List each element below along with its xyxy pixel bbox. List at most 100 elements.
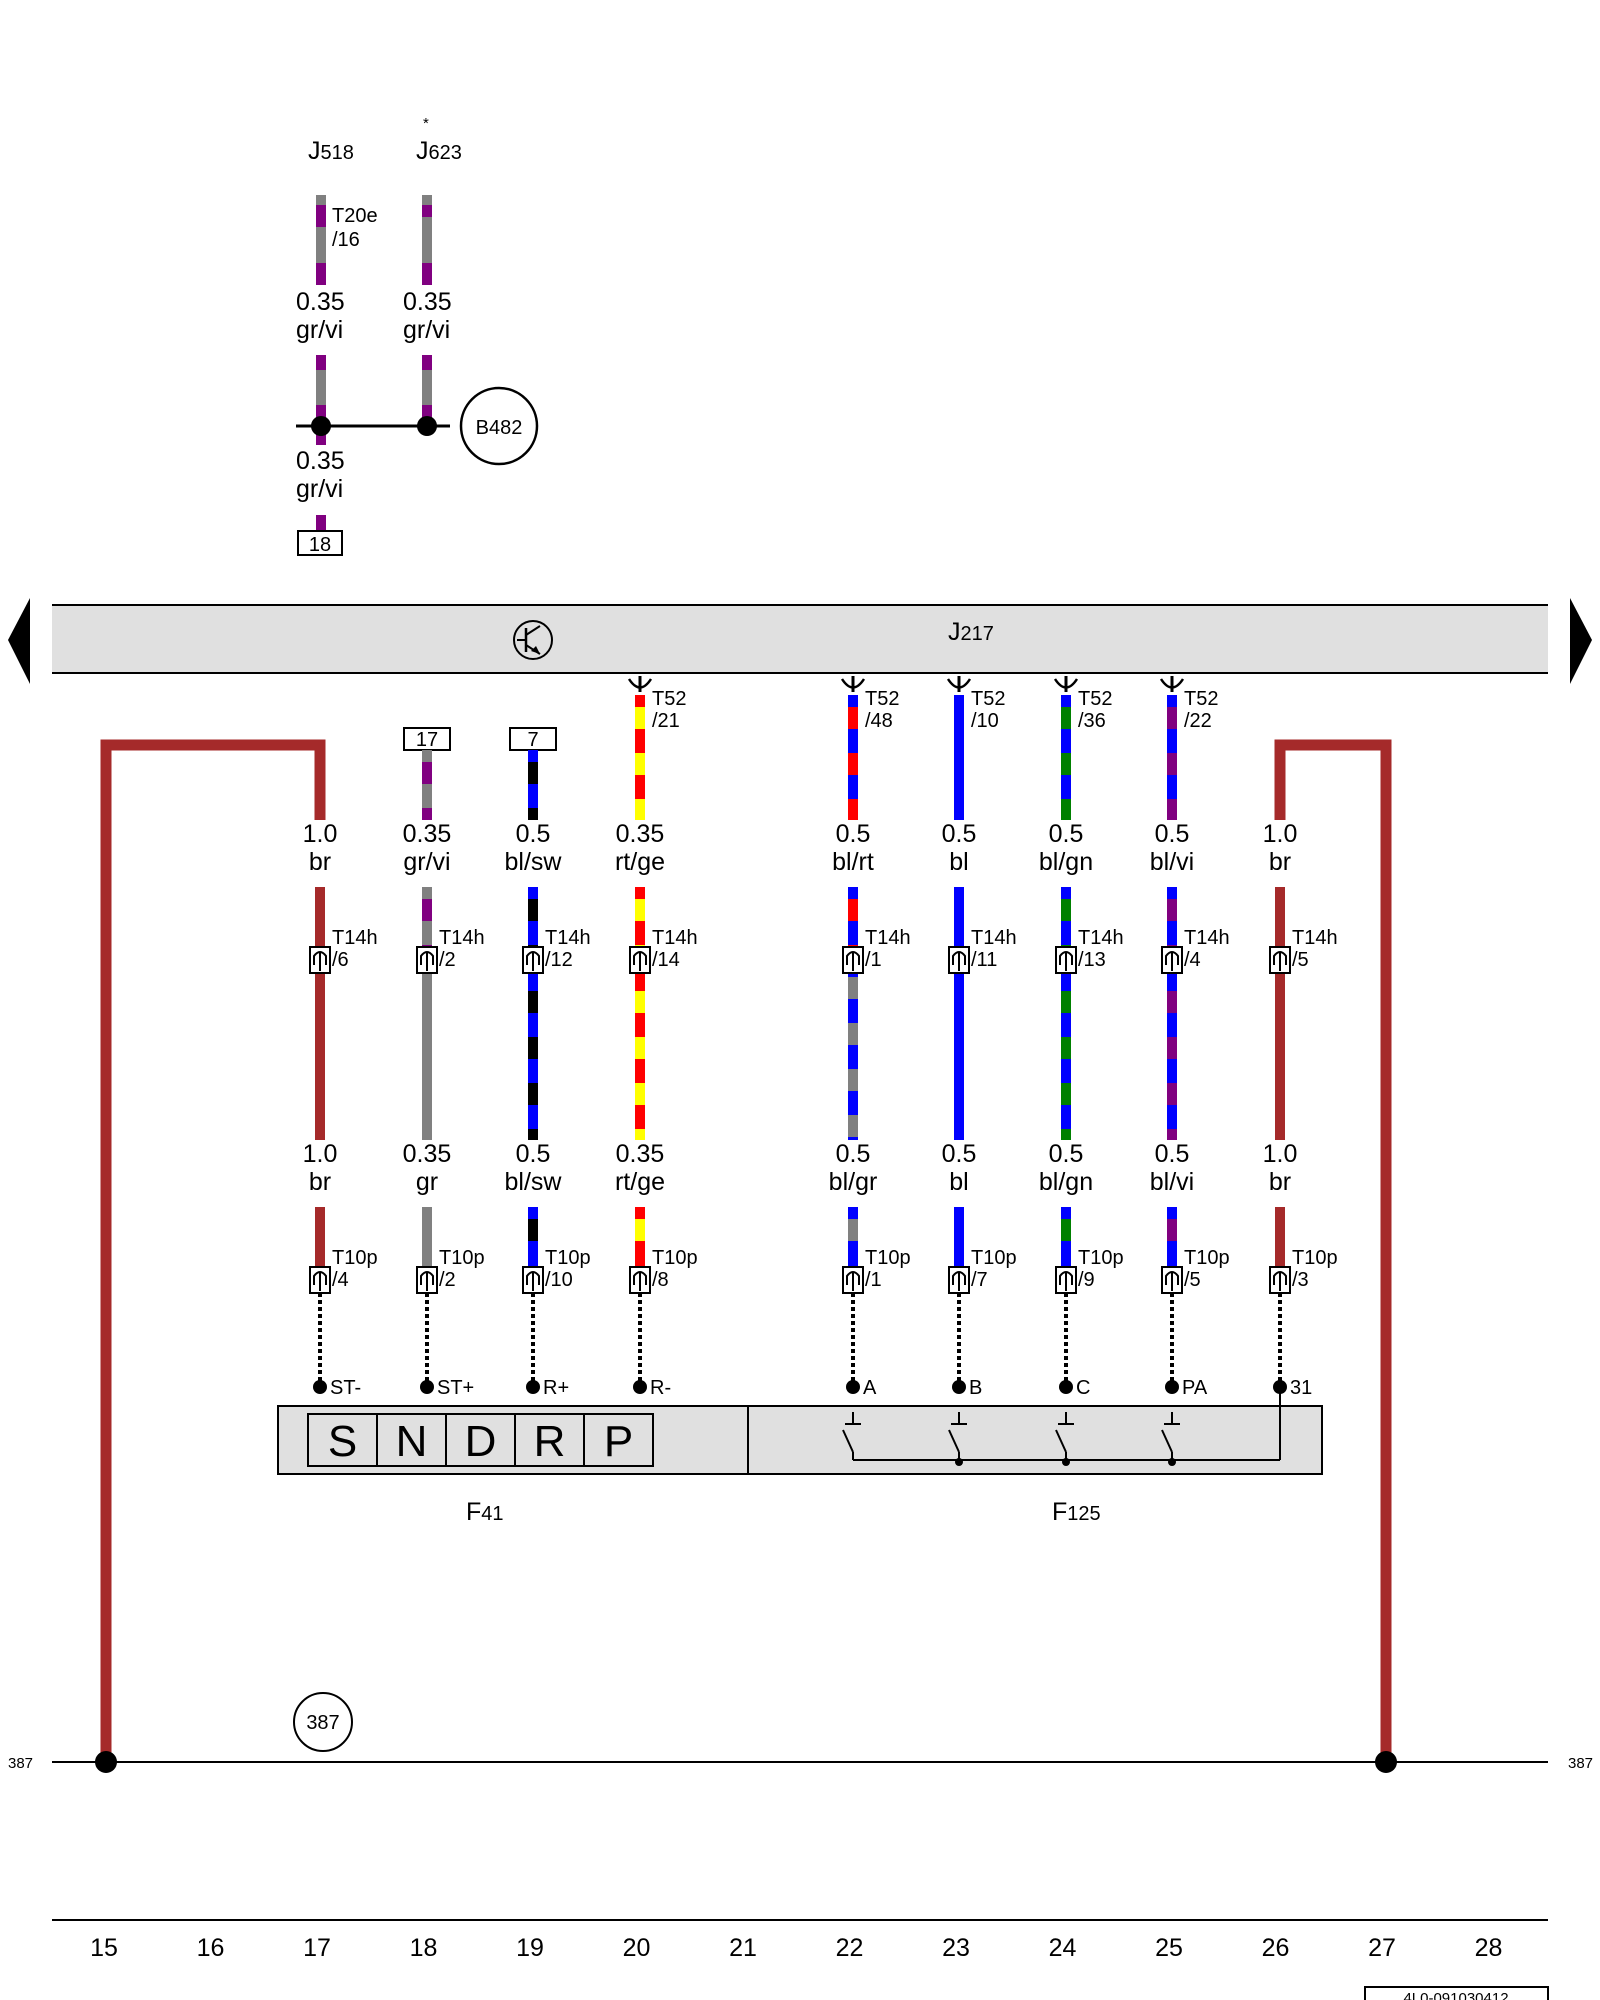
wire-lower: [315, 1207, 325, 1268]
column-number: 22: [836, 1934, 864, 1962]
wire-color-bottom: br: [309, 1168, 331, 1196]
wire-size-bottom: 0.35: [403, 1140, 452, 1168]
wire-stripe: [316, 263, 326, 285]
wire-size-bottom: 1.0: [303, 1140, 338, 1168]
ground-node-left: [95, 1751, 117, 1773]
pin-node: [952, 1380, 966, 1394]
ref-7-label: 7: [527, 729, 538, 751]
wire-stripe: [635, 1037, 645, 1059]
wire-color-bottom: rt/ge: [615, 1168, 665, 1196]
switch-contact-c: [1055, 1412, 1074, 1466]
t14h-connector: T14h: [439, 927, 485, 949]
connector-pin-icon: [1055, 946, 1077, 974]
wire-color-a: gr/vi: [296, 316, 343, 344]
pin-label: B: [969, 1377, 982, 1399]
wire-size-top: 0.35: [403, 820, 452, 848]
wire-size-b: 0.35: [403, 288, 452, 316]
pin-node: [633, 1380, 647, 1394]
brown-wire-left-loop: [100, 739, 326, 1762]
t14h-connector: T14h: [545, 927, 591, 949]
connector-pin-icon: [629, 946, 651, 974]
wire-color-top: gr/vi: [403, 848, 450, 876]
connector-pin-icon: [416, 946, 438, 974]
wire-size-top: 1.0: [303, 820, 338, 848]
t20e-pin: /16: [332, 229, 360, 251]
t20e-connector: T20e: [332, 205, 378, 227]
wire-stripe: [528, 1083, 538, 1105]
wire-stripe: [1061, 1083, 1071, 1105]
selector-letter-d: D: [465, 1417, 497, 1466]
f125-label: F125: [1052, 1498, 1101, 1526]
wire-gr-vi-lower-b: [422, 355, 432, 425]
t10p-connector: T10p: [652, 1247, 698, 1269]
selector-letter-r: R: [534, 1417, 566, 1466]
wire-color-c: gr/vi: [296, 475, 343, 503]
pin-label: ST+: [437, 1377, 474, 1399]
f125-switches: [842, 1385, 1281, 1466]
selector-cell: [376, 1413, 447, 1467]
wire-color-bottom: bl/gn: [1039, 1168, 1093, 1196]
t14h-connector: T14h: [1292, 927, 1338, 949]
f41-label: F41: [466, 1498, 504, 1526]
switch-contact-a: [842, 1412, 861, 1460]
pin-node: [420, 1380, 434, 1394]
wire-color-top: bl/vi: [1150, 848, 1194, 876]
connector-pin-icon: [309, 946, 331, 974]
t10p-pin: /9: [1078, 1269, 1095, 1291]
wire-color-bottom: bl/vi: [1150, 1168, 1194, 1196]
wire-size-bottom: 0.5: [942, 1140, 977, 1168]
wire-stripe: [1167, 1219, 1177, 1241]
pin-label: PA: [1182, 1377, 1208, 1399]
wire-stripe: [635, 899, 645, 921]
b482-circle: [459, 386, 539, 466]
wire-gr-vi-j623: [422, 195, 432, 285]
ground-bus: 387 387 387: [8, 1692, 1593, 1773]
wire-stripe: [1167, 1129, 1177, 1140]
wire-stripe: [635, 1083, 645, 1105]
wire-stripe: [316, 205, 326, 227]
wire-color-top: bl: [949, 848, 968, 876]
pin-label: 31: [1290, 1377, 1312, 1399]
wire-middle: [1061, 887, 1071, 1140]
ground-387-label: 387: [306, 1712, 339, 1734]
t14h-connector: T14h: [652, 927, 698, 949]
wire-middle: [1167, 887, 1177, 1140]
wire-stripe: [422, 205, 432, 217]
j217-label: J217: [948, 618, 994, 646]
wire-stripe: [1061, 991, 1071, 1013]
t52-pin-icon: [1053, 676, 1079, 692]
t10p-pin: /2: [439, 1269, 456, 1291]
wire-color-bottom: bl/sw: [505, 1168, 563, 1196]
wire-stripe: [316, 515, 326, 531]
pin-node: [313, 1380, 327, 1394]
wire-color-top: bl/sw: [505, 848, 563, 876]
selector-letter-s: S: [328, 1417, 357, 1466]
t10p-connector: T10p: [439, 1247, 485, 1269]
wire-size-bottom: 0.5: [836, 1140, 871, 1168]
t10p-pin: /4: [332, 1269, 349, 1291]
t52-pin-icon: [840, 676, 866, 692]
wire-lower: [422, 1207, 432, 1268]
t52-pin: /21: [652, 710, 680, 732]
t52-pin: /10: [971, 710, 999, 732]
wire-stripe: [635, 1219, 645, 1241]
t10p-connector: T10p: [865, 1247, 911, 1269]
wire-stripe: [848, 707, 858, 729]
wire-stripe: [528, 1129, 538, 1140]
wire-upper: [528, 750, 538, 820]
wire-stripe: [528, 1037, 538, 1059]
t10p-pin: /5: [1184, 1269, 1201, 1291]
t14h-pin: /12: [545, 949, 573, 971]
column-number: 17: [303, 1934, 331, 1962]
pin-node: [1165, 1380, 1179, 1394]
wire-stripe: [1061, 753, 1071, 775]
splice-node: [311, 416, 331, 436]
wire-color-top: rt/ge: [615, 848, 665, 876]
wire-stripe: [635, 753, 645, 775]
wire-stripe: [1167, 1083, 1177, 1105]
connector-pin-icon: [629, 1266, 651, 1294]
